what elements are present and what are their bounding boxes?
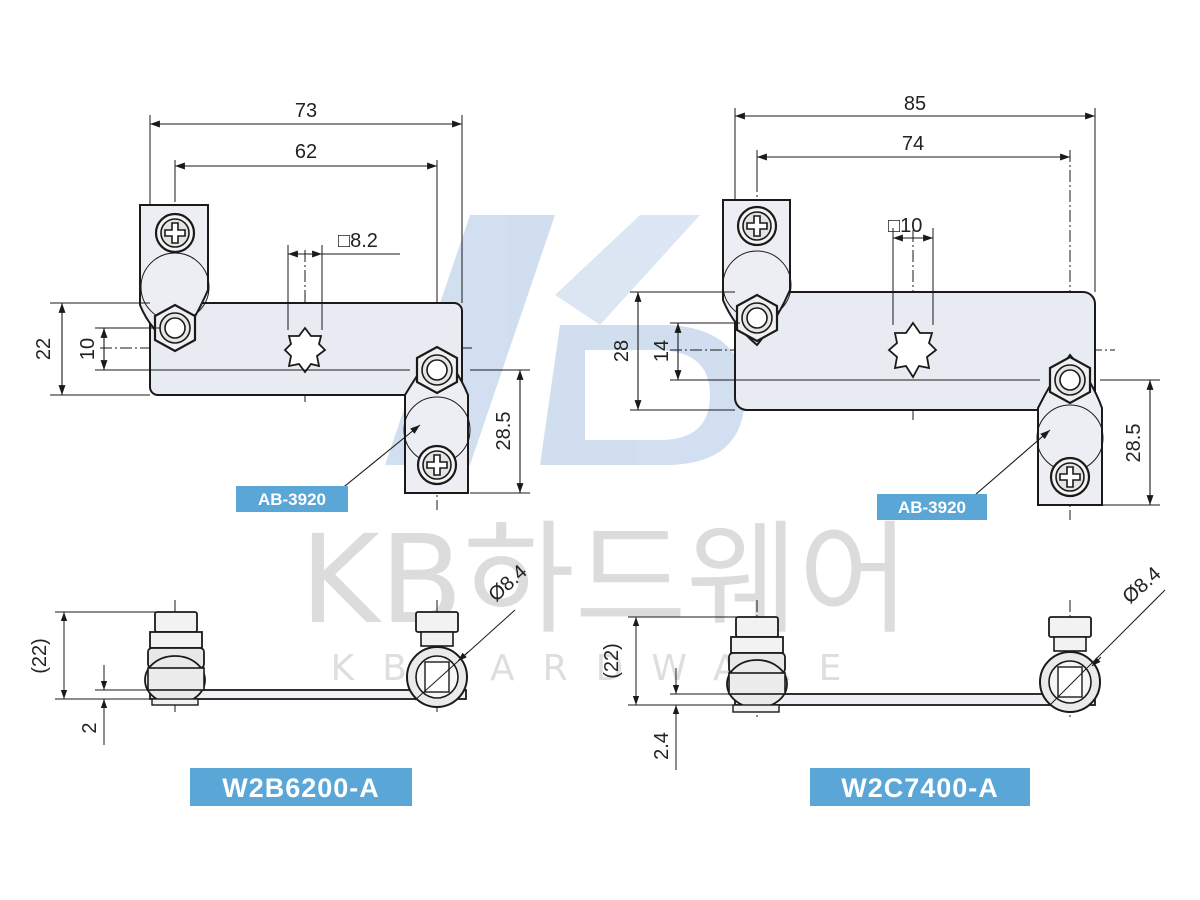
right-model-badge xyxy=(810,768,1030,806)
right-part-callout-text: AB-3920 xyxy=(898,498,966,517)
right-dim-hole-pitch: 74 xyxy=(902,133,924,155)
right-dim-side-height: (22) xyxy=(601,643,623,679)
left-bottom-nut-icon xyxy=(415,345,459,395)
left-model-badge xyxy=(190,768,412,806)
left-dim-plate-height: 22 xyxy=(33,338,55,360)
left-top-nut-icon xyxy=(153,303,197,353)
left-part-callout-badge xyxy=(236,486,348,512)
right-bottom-screw-icon xyxy=(1049,456,1091,498)
right-dim-overall-width: 85 xyxy=(904,93,926,115)
left-dim-hole-offset: 10 xyxy=(77,338,99,360)
right-dim-hole-offset: 14 xyxy=(651,340,673,362)
left-top-view: 73 62 □8.2 22 10 28.5 AB-3920 xyxy=(33,100,530,512)
left-dim-plate-thickness: 2 xyxy=(79,722,101,733)
right-top-view: 85 74 □10 28 14 28.5 AB-3920 xyxy=(611,93,1160,520)
left-dim-side-height: (22) xyxy=(29,638,51,674)
right-square-hole xyxy=(887,321,938,379)
right-dim-bolt-diameter: Ø8.4 xyxy=(1119,563,1166,608)
left-top-screw-icon xyxy=(154,212,196,254)
brand-watermark-text: KB하드웨어 xyxy=(300,509,910,651)
right-dim-plate-thickness: 2.4 xyxy=(651,732,673,760)
right-bottom-nut-icon xyxy=(1048,355,1092,405)
right-top-screw-icon xyxy=(736,205,778,247)
left-dim-hole-pitch: 62 xyxy=(295,141,317,163)
left-dim-square-hole: □8.2 xyxy=(338,230,378,252)
right-model-label: W2C7400-A xyxy=(841,773,999,803)
right-dim-plate-height: 28 xyxy=(611,340,633,362)
left-model-label: W2B6200-A xyxy=(222,773,380,803)
right-dim-square-hole: □10 xyxy=(888,215,922,237)
watermark: KB하드웨어 KBHARDWARE xyxy=(300,215,910,689)
right-top-nut-icon xyxy=(735,293,779,343)
left-part-callout-text: AB-3920 xyxy=(258,490,326,509)
right-part-callout-badge xyxy=(877,494,987,520)
right-dim-tab-length: 28.5 xyxy=(1123,424,1145,463)
right-side-view: (22) 2.4 Ø8.4 W2C7400-A xyxy=(601,563,1165,806)
left-bottom-screw-icon xyxy=(416,444,458,486)
left-dim-tab-length: 28.5 xyxy=(493,412,515,451)
left-dim-overall-width: 73 xyxy=(295,100,317,122)
left-side-view: (22) 2 Ø8.4 W2B6200-A xyxy=(29,561,531,806)
left-square-hole xyxy=(283,326,327,374)
